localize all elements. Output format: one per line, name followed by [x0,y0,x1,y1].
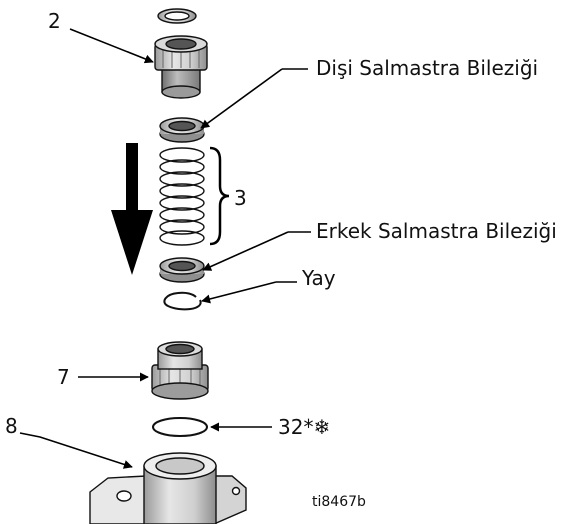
part-2-nut [154,35,208,99]
spring-clip [163,291,202,311]
label-part-3: 3 [234,186,247,210]
figure-id: ti8467b [312,494,366,510]
leader-lines [19,28,311,469]
female-adapter-ring [159,117,205,143]
label-part-2: 2 [48,9,61,33]
label-male-adapter: Erkek Salmastra Bileziği [316,219,557,243]
packing-brace [209,146,230,246]
label-part-8: 8 [5,414,18,438]
label-female-adapter: Dişi Salmastra Bileziği [316,56,538,80]
label-spring: Yay [301,266,336,290]
part-32-o-ring [152,417,208,437]
label-part-32: 32*❄ [278,415,330,439]
male-adapter-ring [159,257,205,283]
part-8-housing [89,452,247,524]
part-7-nut [151,341,209,400]
top-seal-ring [157,8,197,24]
label-part-7: 7 [57,365,70,389]
direction-arrow [111,143,153,275]
packing-stack [159,147,205,246]
